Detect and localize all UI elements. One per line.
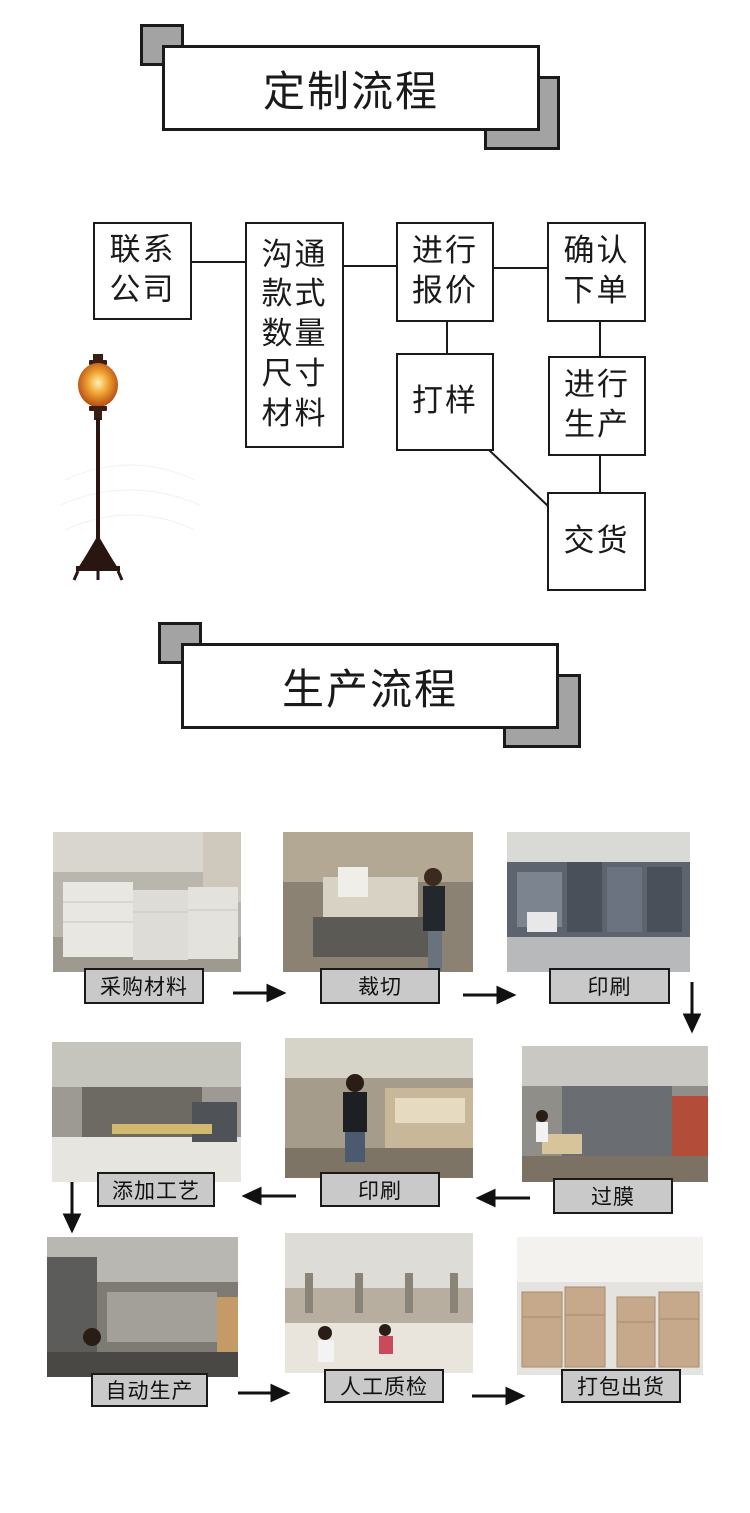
- arrow-right-icon: [266, 983, 287, 1003]
- paper-cutter-photo: [283, 832, 473, 972]
- automatic-machine-photo: [47, 1237, 238, 1377]
- custom-process-title: 定制流程: [162, 45, 540, 131]
- step-label: 打包出货: [561, 1369, 681, 1403]
- laminating-machine-photo: [522, 1046, 708, 1182]
- step-label: 人工质检: [324, 1369, 444, 1403]
- flow-box-deliver: 交货: [547, 492, 646, 591]
- arrow-left-icon: [475, 1188, 496, 1208]
- arrow-down-icon: [682, 1013, 702, 1034]
- arrow-left-icon: [241, 1186, 262, 1206]
- flow-text: 进行: [412, 233, 478, 270]
- offset-press-photo: [507, 832, 690, 972]
- flow-text: 生产: [564, 407, 630, 443]
- packed-cartons-photo: [517, 1237, 703, 1375]
- flow-connectors: [192, 261, 601, 507]
- flow-text: 下单: [563, 273, 630, 309]
- step-label: 添加工艺: [97, 1172, 215, 1207]
- flow-text: 进行: [564, 367, 630, 404]
- flow-box-contact: 联系 公司: [93, 222, 192, 320]
- flow-text: 确认: [563, 233, 630, 270]
- flow-box-sample: 打样: [396, 353, 494, 451]
- flow-text: 数量: [261, 316, 328, 353]
- flow-text: 材料: [261, 395, 328, 432]
- arrow-right-icon: [496, 985, 517, 1005]
- flow-text: 公司: [109, 272, 176, 308]
- flow-text: 打样: [412, 383, 478, 420]
- step-label: 印刷: [320, 1172, 440, 1207]
- finishing-machine-photo: [52, 1042, 241, 1182]
- flow-text: 报价: [412, 273, 478, 309]
- lantern-lamp-icon: [60, 354, 200, 581]
- flow-box-confirm: 确认 下单: [547, 222, 646, 322]
- stacked-paperboard-photo: [53, 832, 241, 972]
- arrow-right-icon: [270, 1383, 291, 1403]
- arrow-down-icon: [62, 1213, 82, 1234]
- step-label: 印刷: [549, 968, 670, 1004]
- production-process-title: 生产流程: [181, 643, 559, 729]
- flow-text: 款式: [261, 276, 328, 313]
- flow-box-produce: 进行 生产: [548, 356, 646, 456]
- step-label: 采购材料: [84, 968, 204, 1004]
- process-arrows: [62, 982, 702, 1406]
- flow-text: 沟通: [261, 236, 328, 273]
- step-label: 过膜: [553, 1178, 673, 1214]
- step-label: 裁切: [320, 968, 440, 1004]
- step-label: 自动生产: [91, 1373, 208, 1407]
- workers-at-press-photo: [285, 1038, 473, 1178]
- flow-text: 联系: [109, 232, 176, 269]
- flow-text: 尺寸: [261, 355, 328, 392]
- arrow-right-icon: [505, 1386, 526, 1406]
- flow-box-communicate: 沟通 款式 数量 尺寸 材料: [245, 222, 344, 448]
- flow-box-quote: 进行 报价: [396, 222, 494, 322]
- quality-inspection-photo: [285, 1233, 473, 1373]
- flow-text: 交货: [563, 522, 630, 559]
